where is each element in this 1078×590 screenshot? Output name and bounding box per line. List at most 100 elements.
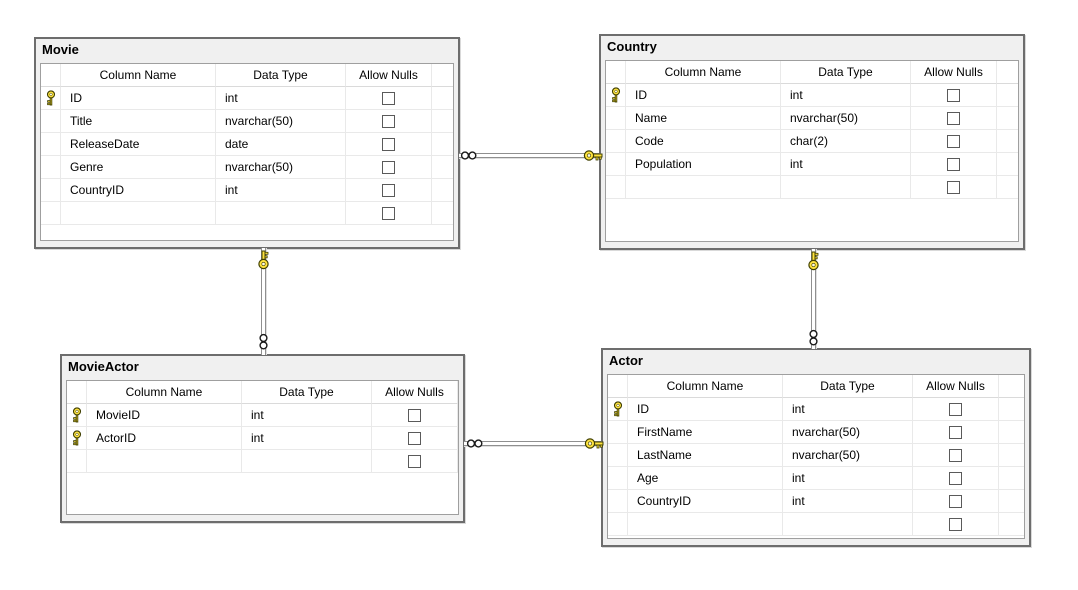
cell-data-type[interactable]: nvarchar(50) [783,444,913,467]
row-selector[interactable] [608,513,628,536]
row-selector[interactable] [41,87,61,110]
cell-allow-nulls[interactable] [346,110,432,133]
cell-column-name[interactable]: ID [626,84,781,107]
cell-allow-nulls[interactable] [911,107,997,130]
table-title-movieactor[interactable]: MovieActor [68,359,139,374]
table-title-actor[interactable]: Actor [609,353,643,368]
row-selector[interactable] [606,84,626,107]
cell-data-type[interactable]: int [216,87,346,110]
table-row-empty[interactable] [608,513,1024,536]
cell-data-type[interactable]: nvarchar(50) [783,421,913,444]
allow-nulls-checkbox[interactable] [949,494,962,508]
cell-column-name[interactable]: Name [626,107,781,130]
cell-column-name[interactable]: MovieID [87,404,242,427]
allow-nulls-checkbox[interactable] [947,134,960,148]
row-selector[interactable] [606,176,626,199]
cell-column-name[interactable]: LastName [628,444,783,467]
cell-allow-nulls[interactable] [911,130,997,153]
cell-data-type[interactable]: int [781,84,911,107]
allow-nulls-checkbox[interactable] [947,180,960,194]
table-row[interactable]: ID int [606,84,1018,107]
table-window-movie[interactable]: Movie Column Name Data Type Allow Nulls … [34,37,460,249]
allow-nulls-checkbox[interactable] [408,431,421,445]
row-selector[interactable] [606,130,626,153]
table-row[interactable]: LastName nvarchar(50) [608,444,1024,467]
cell-column-name[interactable] [61,202,216,225]
row-selector[interactable] [67,450,87,473]
table-window-actor[interactable]: Actor Column Name Data Type Allow Nulls … [601,348,1031,547]
allow-nulls-checkbox[interactable] [949,448,962,462]
row-selector[interactable] [41,202,61,225]
cell-data-type[interactable] [216,202,346,225]
cell-allow-nulls[interactable] [911,84,997,107]
cell-column-name[interactable]: ReleaseDate [61,133,216,156]
cell-column-name[interactable]: CountryID [61,179,216,202]
cell-data-type[interactable]: int [783,467,913,490]
cell-column-name[interactable]: Genre [61,156,216,179]
cell-allow-nulls[interactable] [913,513,999,536]
allow-nulls-checkbox[interactable] [947,157,960,171]
cell-allow-nulls[interactable] [913,421,999,444]
allow-nulls-checkbox[interactable] [382,160,395,174]
cell-data-type[interactable]: nvarchar(50) [781,107,911,130]
table-window-movieactor[interactable]: MovieActor Column Name Data Type Allow N… [60,354,465,523]
table-row[interactable]: ID int [608,398,1024,421]
table-row[interactable]: Genre nvarchar(50) [41,156,453,179]
allow-nulls-checkbox[interactable] [947,111,960,125]
cell-data-type[interactable]: int [781,153,911,176]
cell-allow-nulls[interactable] [913,398,999,421]
cell-allow-nulls[interactable] [372,450,458,473]
table-row[interactable]: Age int [608,467,1024,490]
cell-column-name[interactable]: Code [626,130,781,153]
row-selector[interactable] [606,107,626,130]
allow-nulls-checkbox[interactable] [408,454,421,468]
table-row[interactable]: Title nvarchar(50) [41,110,453,133]
cell-allow-nulls[interactable] [372,427,458,450]
cell-data-type[interactable]: nvarchar(50) [216,110,346,133]
cell-column-name[interactable] [626,176,781,199]
table-row[interactable]: ActorID int [67,427,458,450]
cell-data-type[interactable]: char(2) [781,130,911,153]
table-title-country[interactable]: Country [607,39,657,54]
table-title-movie[interactable]: Movie [42,42,79,57]
table-row[interactable]: Code char(2) [606,130,1018,153]
cell-data-type[interactable]: int [783,398,913,421]
row-selector[interactable] [606,153,626,176]
table-row[interactable]: FirstName nvarchar(50) [608,421,1024,444]
cell-data-type[interactable]: nvarchar(50) [216,156,346,179]
cell-data-type[interactable]: int [242,404,372,427]
allow-nulls-checkbox[interactable] [382,137,395,151]
row-selector[interactable] [41,110,61,133]
table-row[interactable]: ReleaseDate date [41,133,453,156]
table-row[interactable]: CountryID int [608,490,1024,513]
cell-allow-nulls[interactable] [913,490,999,513]
table-row[interactable]: CountryID int [41,179,453,202]
allow-nulls-checkbox[interactable] [949,517,962,531]
table-row[interactable]: ID int [41,87,453,110]
cell-allow-nulls[interactable] [372,404,458,427]
cell-data-type[interactable]: date [216,133,346,156]
cell-allow-nulls[interactable] [346,202,432,225]
allow-nulls-checkbox[interactable] [382,114,395,128]
cell-data-type[interactable] [781,176,911,199]
allow-nulls-checkbox[interactable] [949,471,962,485]
cell-column-name[interactable]: ID [61,87,216,110]
relationship-line[interactable] [811,249,816,349]
cell-column-name[interactable]: CountryID [628,490,783,513]
allow-nulls-checkbox[interactable] [382,206,395,220]
allow-nulls-checkbox[interactable] [382,183,395,197]
cell-column-name[interactable]: Age [628,467,783,490]
cell-data-type[interactable] [242,450,372,473]
cell-allow-nulls[interactable] [911,176,997,199]
cell-allow-nulls[interactable] [346,133,432,156]
row-selector[interactable] [41,156,61,179]
cell-allow-nulls[interactable] [346,179,432,202]
cell-column-name[interactable] [628,513,783,536]
relationship-line[interactable] [261,248,266,355]
cell-column-name[interactable]: ID [628,398,783,421]
cell-data-type[interactable]: int [216,179,346,202]
table-row[interactable]: MovieID int [67,404,458,427]
row-selector[interactable] [67,427,87,450]
allow-nulls-checkbox[interactable] [408,408,421,422]
